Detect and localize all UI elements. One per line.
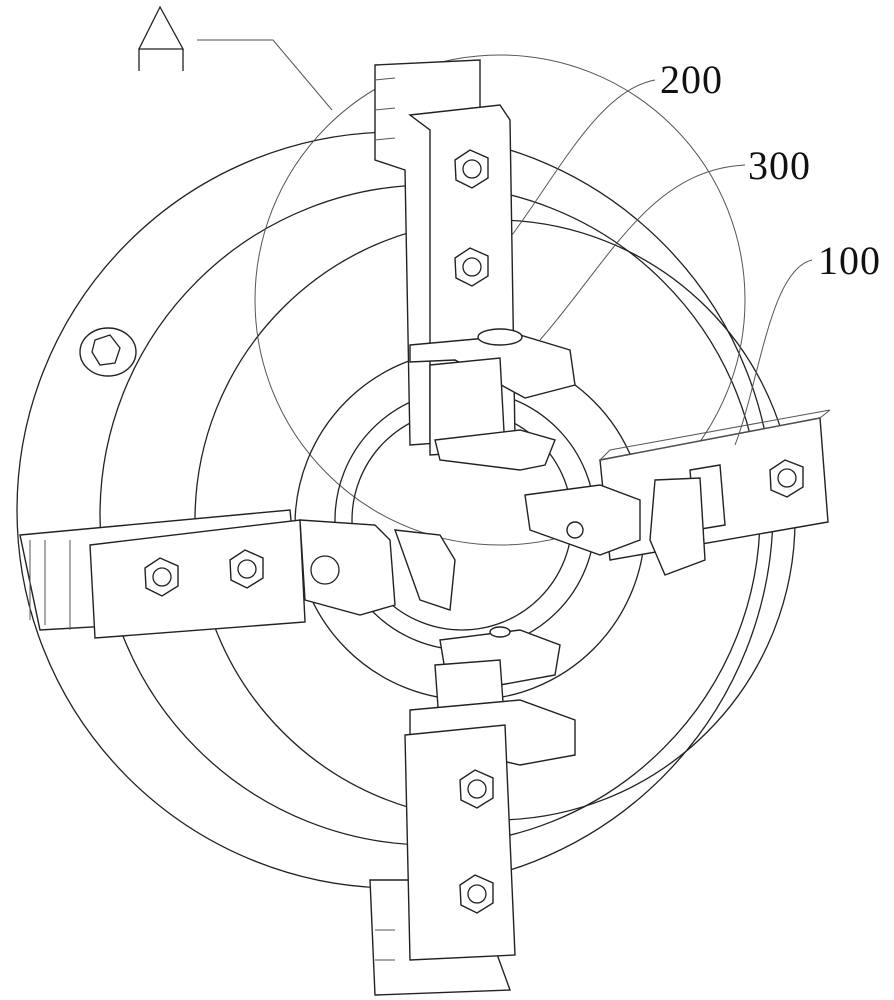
jaw-left: [20, 510, 455, 638]
jaw-bottom: [370, 627, 575, 995]
leader-100: [735, 260, 812, 445]
leader-300: [540, 165, 745, 340]
label-300: 300: [748, 142, 811, 189]
label-200: 200: [660, 56, 723, 103]
clamp-top: [410, 329, 575, 470]
leader-200: [512, 80, 655, 235]
section-marker-a: [139, 7, 332, 110]
side-bolt: [80, 328, 136, 376]
label-100: 100: [818, 237, 881, 284]
jaw-right: [525, 410, 830, 575]
